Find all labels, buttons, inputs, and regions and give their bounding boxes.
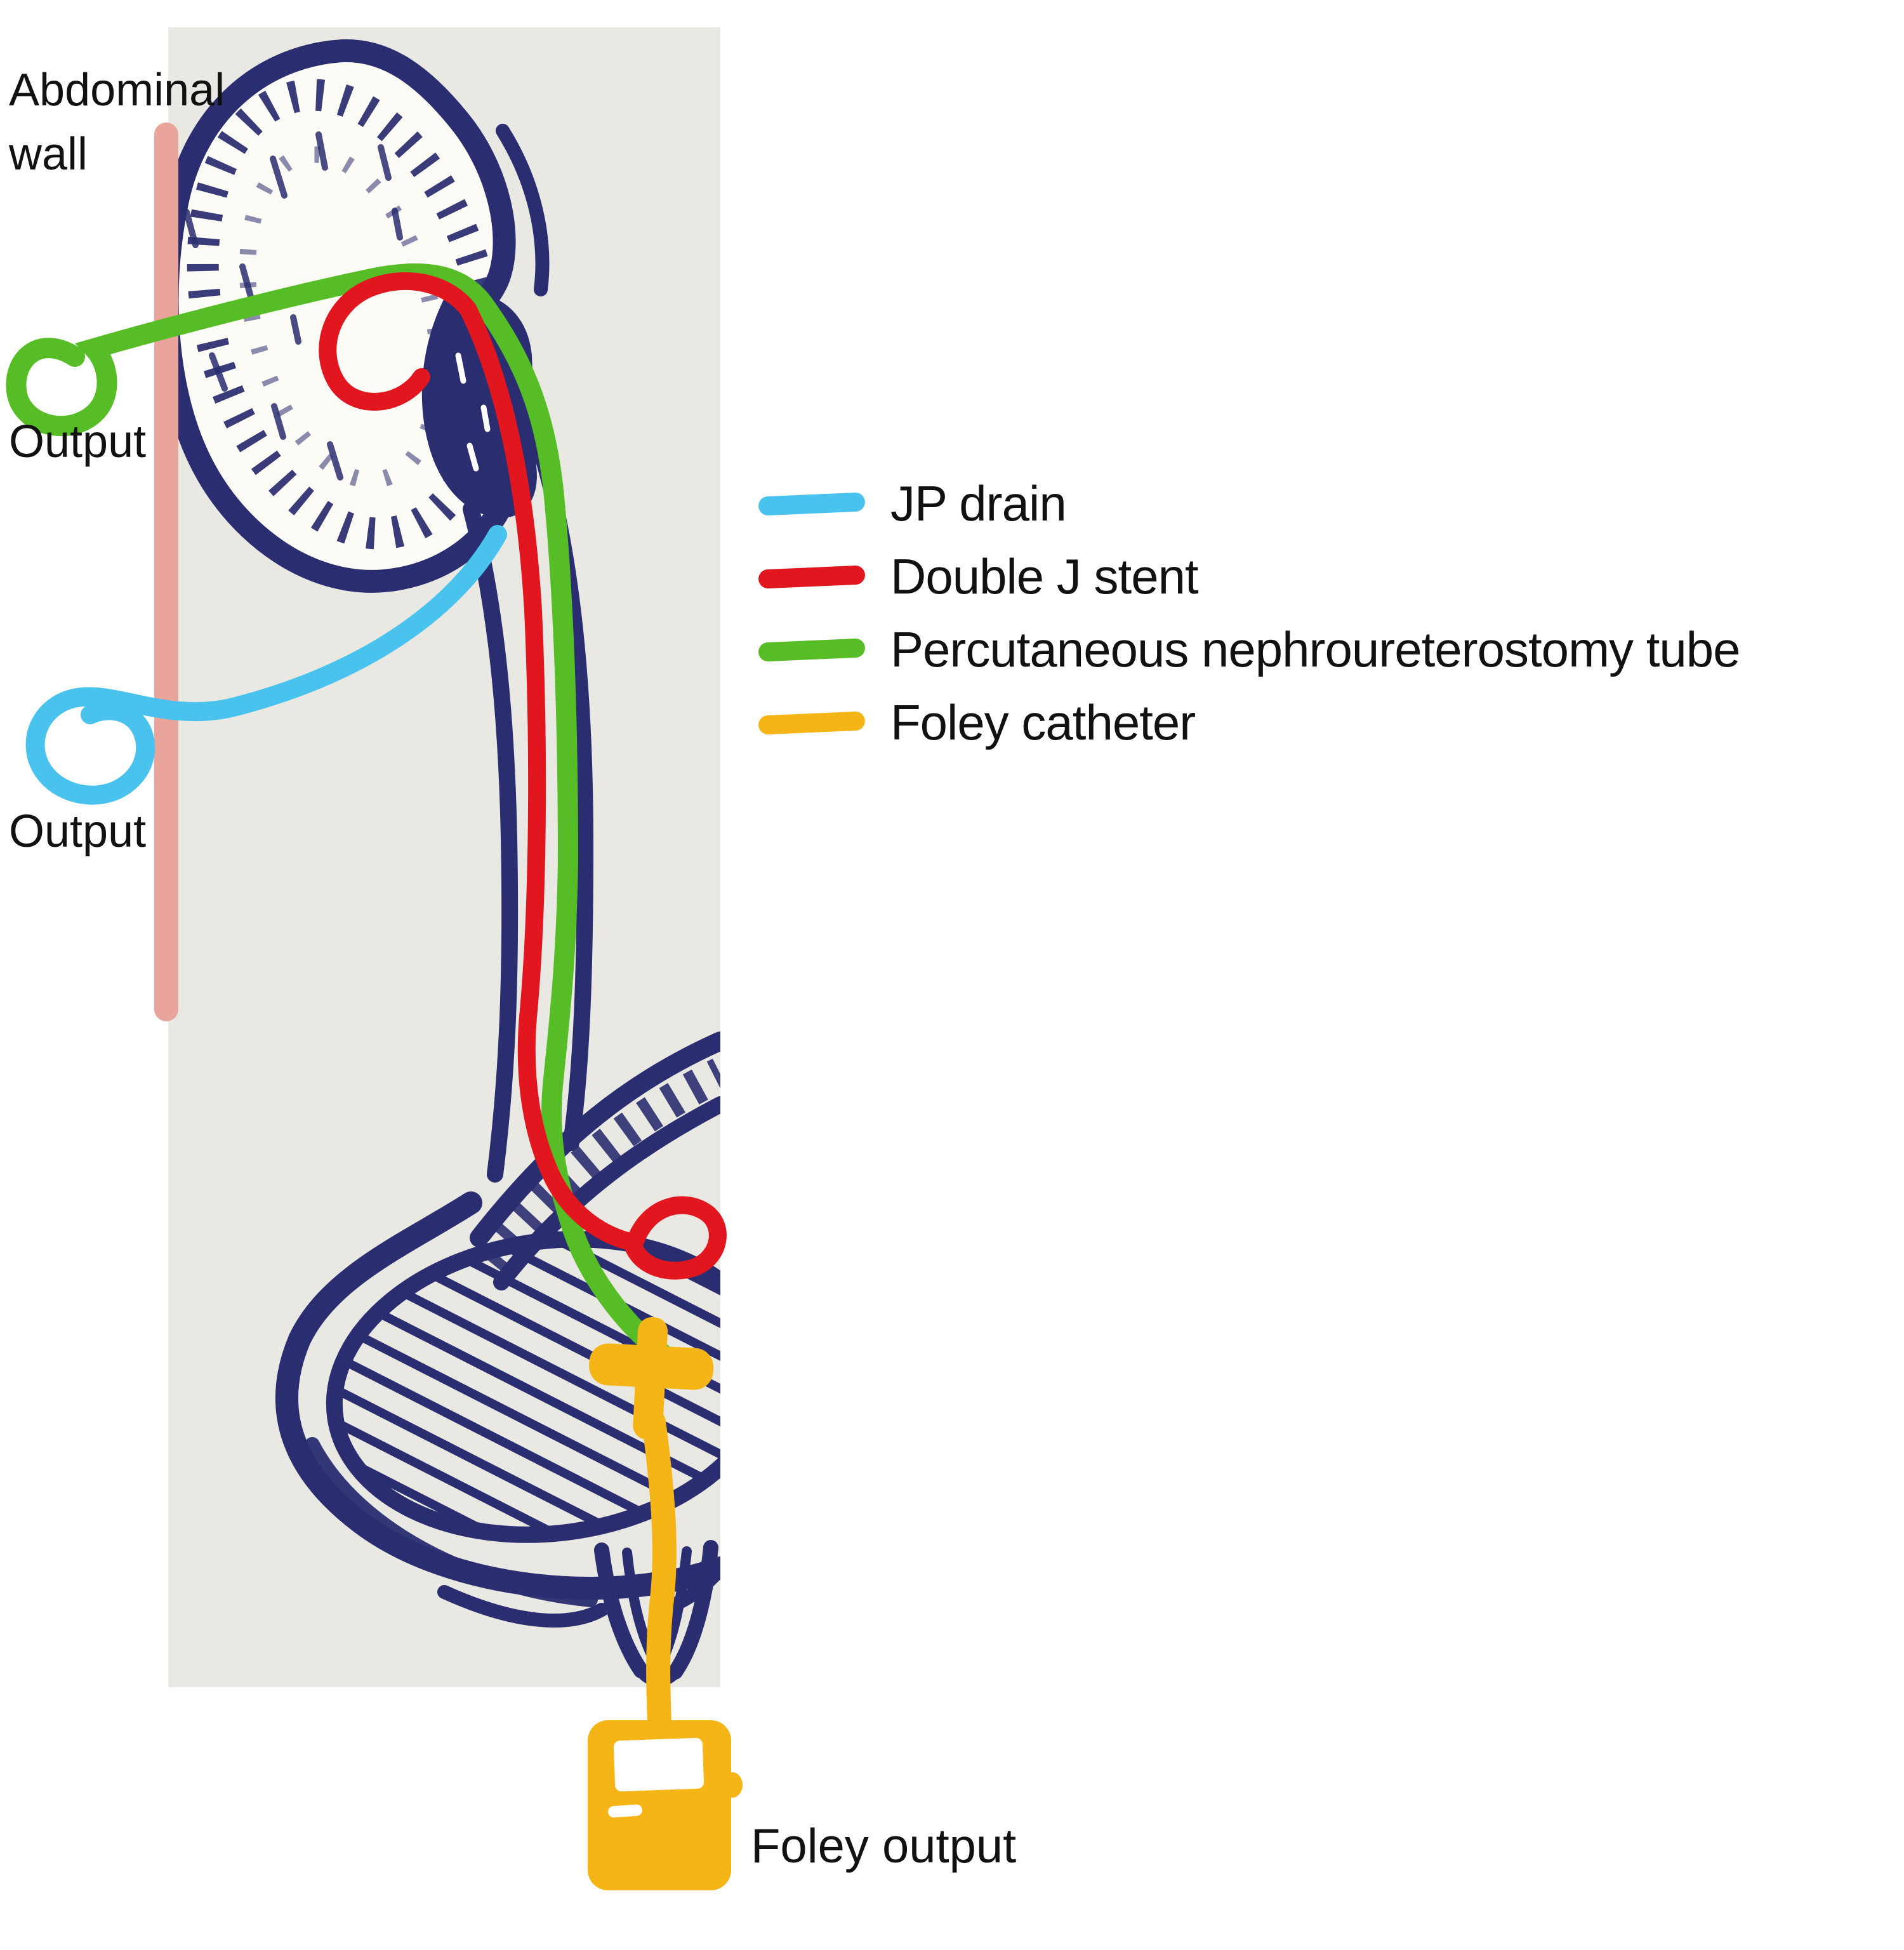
legend-label-jp-drain: JP drain — [890, 475, 1067, 531]
bladder-outer-wall-echo — [305, 1437, 598, 1607]
urethra-right-wall — [668, 1540, 718, 1680]
legend-item-nephroureterostomy-tube: Percutaneous nephroureterostomy tube — [758, 613, 1741, 686]
jp-drain-swatch-icon — [758, 491, 866, 516]
urethra-sketch — [437, 1540, 720, 1687]
foley-catheter — [588, 1317, 743, 1890]
abdominal-wall-label: Abdominal wall — [9, 65, 225, 180]
foley-catheter-swatch-icon — [758, 710, 866, 735]
foley-output-label: Foley output — [751, 1819, 1017, 1873]
legend: JP drain Double J stent Percutaneous nep… — [758, 467, 1741, 759]
bladder-base-left-sweep — [437, 1585, 609, 1628]
foley-balloon-cross — [589, 1317, 714, 1440]
bladder-collar-hatching — [476, 1058, 720, 1273]
kidney-rim-hatching — [187, 79, 505, 550]
legend-label-nephroureterostomy-tube: Percutaneous nephroureterostomy tube — [890, 621, 1741, 677]
renal-pelvis-highlights — [455, 352, 491, 472]
double-j-stent-tube — [319, 272, 727, 1280]
foley-catheter-tube — [642, 1410, 677, 1736]
kidney-inner-hatching — [239, 146, 446, 489]
jp-drain-tube — [25, 525, 507, 805]
bladder-collar-outer — [470, 1031, 720, 1247]
legend-item-foley-catheter: Foley catheter — [758, 686, 1740, 759]
legend-item-jp-drain: JP drain — [758, 467, 1740, 540]
foley-bag-port — [722, 1772, 743, 1798]
output-label-upper: Output — [9, 416, 147, 467]
ureter-left-wall — [463, 501, 519, 1183]
legend-label-double-j-stent: Double J stent — [890, 548, 1199, 604]
double-j-stent-swatch-icon — [758, 564, 866, 589]
foley-bag-slit — [608, 1804, 642, 1818]
bladder-outer-wall — [275, 1191, 720, 1600]
legend-item-double-j-stent: Double J stent — [758, 540, 1740, 613]
nephroureterostomy-tube-swatch-icon — [758, 637, 866, 662]
legend-label-foley-catheter: Foley catheter — [890, 694, 1196, 750]
bladder-base-right-sweep — [667, 1562, 720, 1612]
output-label-lower: Output — [9, 806, 147, 857]
foley-balloon-horizontal — [589, 1343, 714, 1390]
urethra-left-wall — [594, 1542, 649, 1678]
kidney-right-rim-accent — [496, 124, 550, 296]
foley-bag-window — [613, 1737, 704, 1792]
